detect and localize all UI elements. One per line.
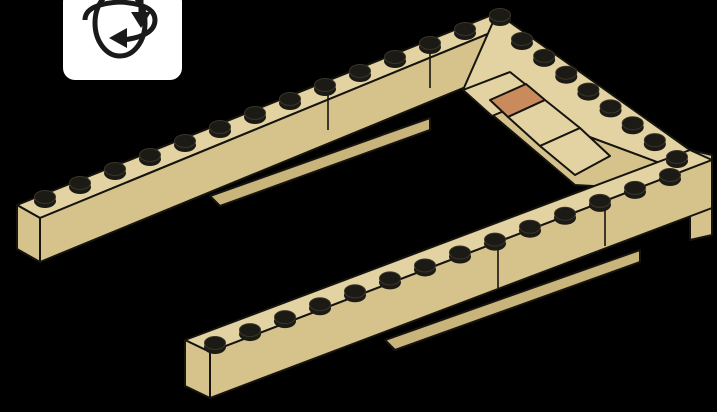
stud	[239, 324, 261, 342]
stud	[419, 37, 441, 55]
stud	[666, 151, 688, 169]
stud	[69, 177, 91, 195]
stud	[384, 51, 406, 69]
stud	[589, 194, 611, 212]
stud	[244, 107, 266, 125]
stud	[555, 66, 577, 84]
stud	[659, 169, 681, 187]
stud	[104, 163, 126, 181]
stud	[554, 207, 576, 225]
stud	[204, 337, 226, 355]
stud	[274, 311, 296, 329]
stud	[314, 79, 336, 97]
stud	[449, 246, 471, 263]
stud	[519, 220, 541, 238]
stud	[577, 83, 599, 101]
stud	[279, 93, 301, 111]
stud	[489, 9, 511, 27]
stud	[379, 272, 401, 290]
stud	[344, 285, 366, 303]
stud	[34, 191, 56, 209]
stud	[600, 100, 622, 118]
stud	[533, 49, 555, 67]
stud	[139, 149, 161, 167]
stud	[644, 134, 666, 152]
stud	[174, 135, 196, 153]
stud	[349, 65, 371, 83]
stud	[511, 33, 533, 51]
stud	[309, 298, 331, 316]
stud	[454, 23, 476, 41]
stud	[414, 259, 436, 277]
stud	[622, 117, 644, 134]
stud	[484, 233, 506, 251]
stud	[209, 121, 231, 139]
stud	[624, 181, 646, 199]
left-arm-side	[40, 24, 512, 262]
